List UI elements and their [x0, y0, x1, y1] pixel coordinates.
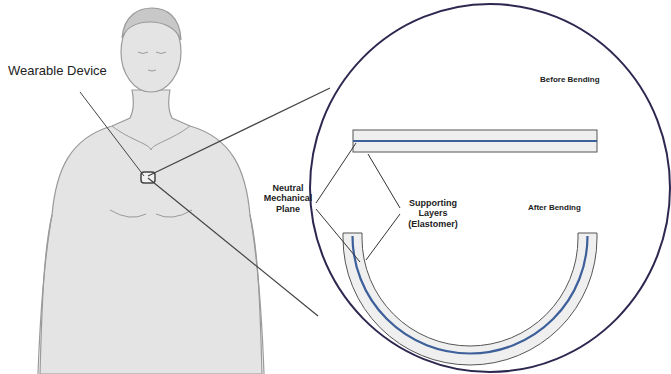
- state-label: Before Bending: [540, 75, 650, 84]
- part-label: Neutral Mechanical Plane: [262, 183, 314, 214]
- human-figure: [38, 8, 264, 374]
- leader-line: [80, 92, 144, 176]
- flat-laminate: [353, 130, 597, 152]
- neutral-plane-line: [353, 140, 597, 142]
- device-label: Wearable Device: [8, 64, 128, 79]
- part-label: Supporting Layers (Elastomer): [402, 198, 464, 229]
- zoom-line: [148, 178, 318, 316]
- neutral-plane-line: [353, 236, 588, 354]
- zoom-circle: [310, 4, 670, 372]
- bent-laminate: [343, 233, 597, 365]
- state-label: After Bending: [528, 203, 638, 212]
- zoom-line: [148, 88, 330, 176]
- bracket-lines: [316, 143, 400, 262]
